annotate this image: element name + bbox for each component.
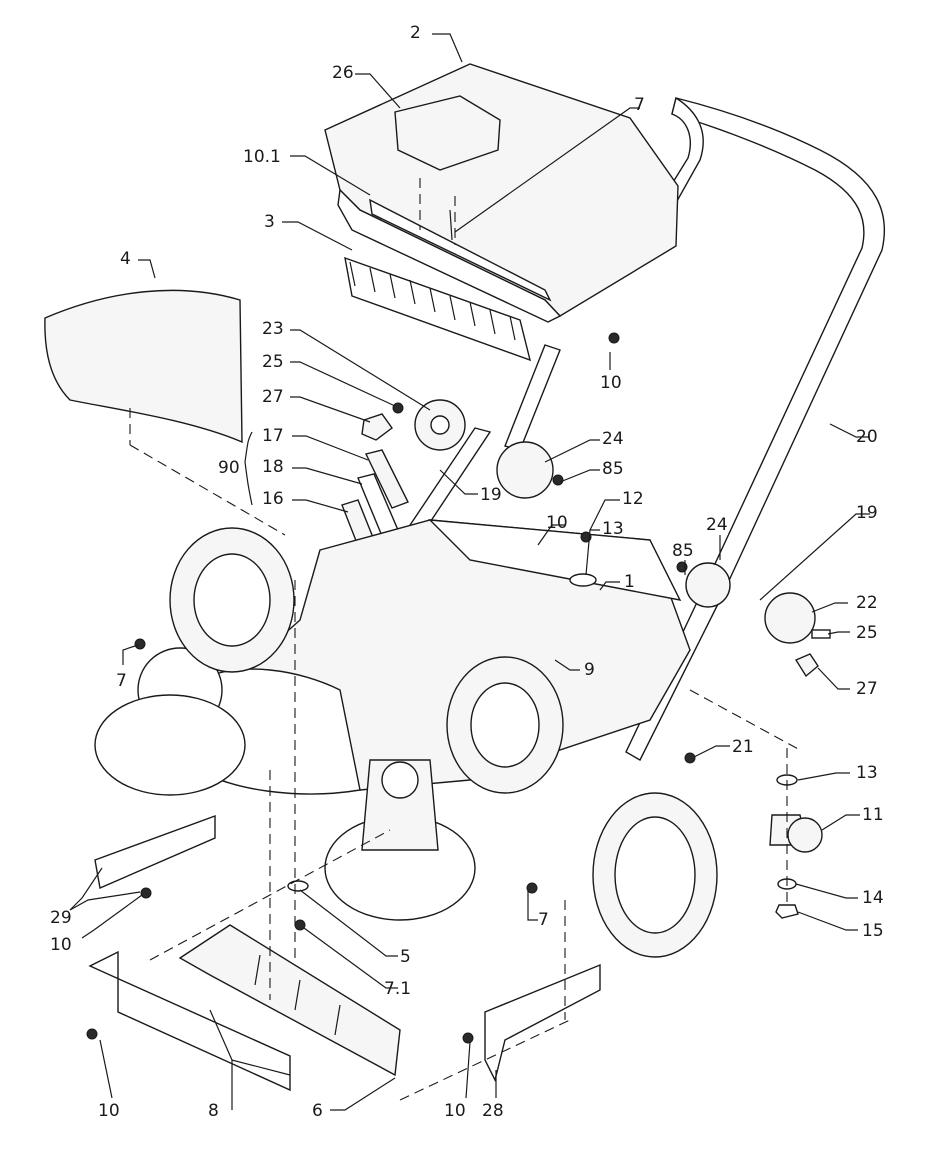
height-adjuster-left [361,399,466,451]
hopper-lid [324,63,679,323]
label-24-right: 24 [706,515,728,535]
rear-wheel-right [446,656,564,794]
label-10-mid: 10 [546,513,568,533]
assembly-guides [149,580,801,1101]
label-20: 20 [856,427,878,447]
label-25-left: 25 [262,352,284,372]
label-85-left: 85 [602,459,624,479]
rear-wheel-left [169,527,295,673]
label-10-left: 10 [50,935,72,955]
label-4: 4 [120,249,131,269]
label-29: 29 [50,908,72,928]
label-13-top: 13 [602,519,624,539]
label-27-right: 27 [856,679,878,699]
label-14: 14 [862,888,884,908]
label-90: 90 [218,458,240,478]
rubber-strip-front [88,950,291,1092]
label-19-left: 19 [480,485,502,505]
label-1: 1 [624,572,635,592]
label-8: 8 [208,1101,219,1121]
side-brush [324,759,476,921]
label-28: 28 [482,1101,504,1121]
label-22: 22 [856,593,878,613]
label-6: 6 [312,1101,323,1121]
label-15: 15 [862,921,884,941]
callout-labels: 2 26 7 10.1 3 4 10 23 25 27 17 18 90 16 … [50,23,884,1121]
label-9: 9 [584,660,595,680]
label-3: 3 [264,212,275,232]
dust-pan [178,924,401,1077]
label-10-1: 10.1 [243,147,281,167]
label-25-right: 25 [856,623,878,643]
chassis [94,519,691,796]
label-10-bottom-left: 10 [98,1101,120,1121]
label-12: 12 [622,489,644,509]
front-wheel [592,792,718,958]
rubber-strip-right [484,963,601,1083]
caster-wheel [769,748,823,919]
label-27-left: 27 [262,387,284,407]
label-7-left: 7 [116,671,127,691]
label-17: 17 [262,426,284,446]
label-7-top: 7 [634,95,645,115]
label-10-hopper: 10 [600,373,622,393]
label-16: 16 [262,489,284,509]
fasteners [86,332,696,1044]
brush-strip [344,256,531,362]
label-13-caster: 13 [856,763,878,783]
rubber-strip-left [94,814,216,889]
height-adjuster-right [676,561,831,678]
label-2: 2 [410,23,421,43]
label-7-mid: 7 [538,910,549,930]
label-5: 5 [400,947,411,967]
label-18: 18 [262,457,284,477]
label-21: 21 [732,737,754,757]
label-26: 26 [332,63,354,83]
label-23: 23 [262,319,284,339]
label-10-bottom-mid: 10 [444,1101,466,1121]
label-19-right: 19 [856,503,878,523]
label-11: 11 [862,805,884,825]
label-7-1: 7.1 [384,979,411,999]
deflector-plate [44,289,286,536]
leader-lines [69,33,870,1111]
label-24-left: 24 [602,429,624,449]
label-85-right: 85 [672,541,694,561]
